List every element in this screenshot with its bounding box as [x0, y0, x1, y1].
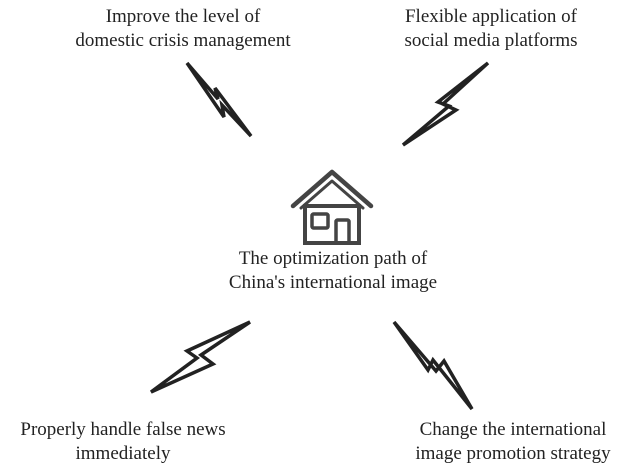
lightning-arrow-icon: [401, 61, 490, 147]
label-line: Change the international: [419, 419, 607, 440]
label-line: image promotion strategy: [415, 443, 611, 464]
center-title: The optimization path of China's interna…: [183, 247, 483, 295]
label-line: Improve the level of: [105, 6, 261, 27]
label-line: Properly handle false news: [20, 419, 226, 440]
label-line: social media platforms: [404, 30, 578, 51]
label-false-news: Properly handle false news immediately: [0, 418, 246, 466]
label-domestic-crisis-management: Improve the level of domestic crisis man…: [28, 5, 338, 53]
house-icon: [290, 169, 374, 245]
label-line: domestic crisis management: [75, 30, 291, 51]
lightning-arrow-icon: [149, 320, 251, 394]
label-line: immediately: [75, 443, 171, 464]
lightning-arrow-icon: [185, 61, 253, 138]
label-line: Flexible application of: [404, 6, 577, 27]
center-title-line: The optimization path of: [238, 248, 428, 269]
label-promotion-strategy: Change the international image promotion…: [400, 418, 626, 466]
label-social-media-platforms: Flexible application of social media pla…: [365, 5, 617, 53]
center-title-line: China's international image: [228, 272, 438, 293]
lightning-arrow-icon: [392, 320, 474, 411]
